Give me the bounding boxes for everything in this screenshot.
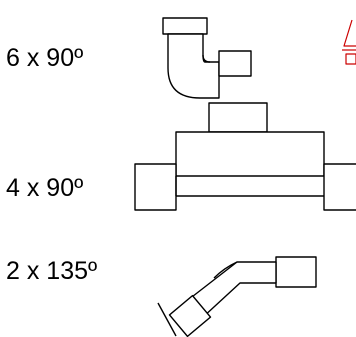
tee-body — [175, 131, 325, 177]
fitting-label-2x135: 2 x 135º — [6, 257, 98, 285]
elbow-135-socket-edge — [157, 302, 177, 337]
red-icon-box — [345, 53, 356, 65]
elbow-90-inner-curve — [202, 54, 211, 63]
partial-red-icon — [342, 19, 356, 65]
tee-90-icon — [134, 102, 356, 211]
elbow-135-outer-curve — [213, 261, 238, 279]
fitting-label-6x90: 6 x 90º — [6, 44, 84, 72]
tee-top-socket — [208, 102, 268, 133]
elbow-90-icon — [162, 17, 252, 99]
red-icon-triangle — [343, 19, 356, 47]
fitting-label-4x90: 4 x 90º — [6, 174, 84, 202]
elbow-90-side-socket — [218, 50, 252, 77]
elbow-90-top-socket — [162, 17, 208, 35]
tee-left-socket — [134, 163, 177, 211]
elbow-135-icon — [157, 256, 317, 337]
tee-right-socket — [323, 163, 356, 211]
elbow-135-lower-socket — [168, 294, 212, 337]
elbow-90-body — [167, 33, 220, 99]
elbow-135-right-socket — [275, 256, 317, 288]
